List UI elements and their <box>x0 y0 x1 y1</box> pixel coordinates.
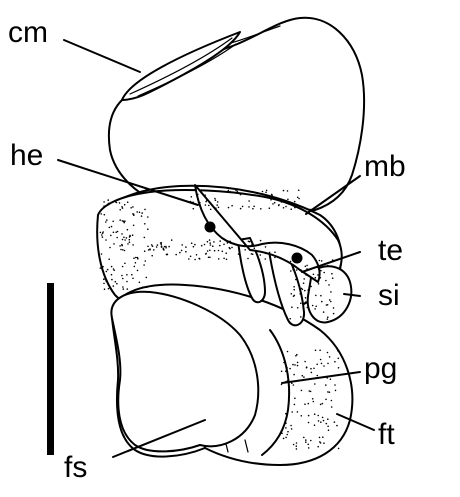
label-mb: mb <box>364 150 406 183</box>
shell <box>109 18 364 210</box>
label-cm: cm <box>8 16 48 49</box>
label-fs: fs <box>64 451 87 484</box>
label-si: si <box>378 279 400 312</box>
scale-bar <box>47 283 54 455</box>
label-he: he <box>10 139 43 172</box>
label-te: te <box>378 234 403 267</box>
leader-cm <box>64 40 140 72</box>
label-ft: ft <box>378 418 395 451</box>
label-pg: pg <box>364 352 397 385</box>
right-eye <box>292 253 303 264</box>
left-eye <box>205 222 216 233</box>
